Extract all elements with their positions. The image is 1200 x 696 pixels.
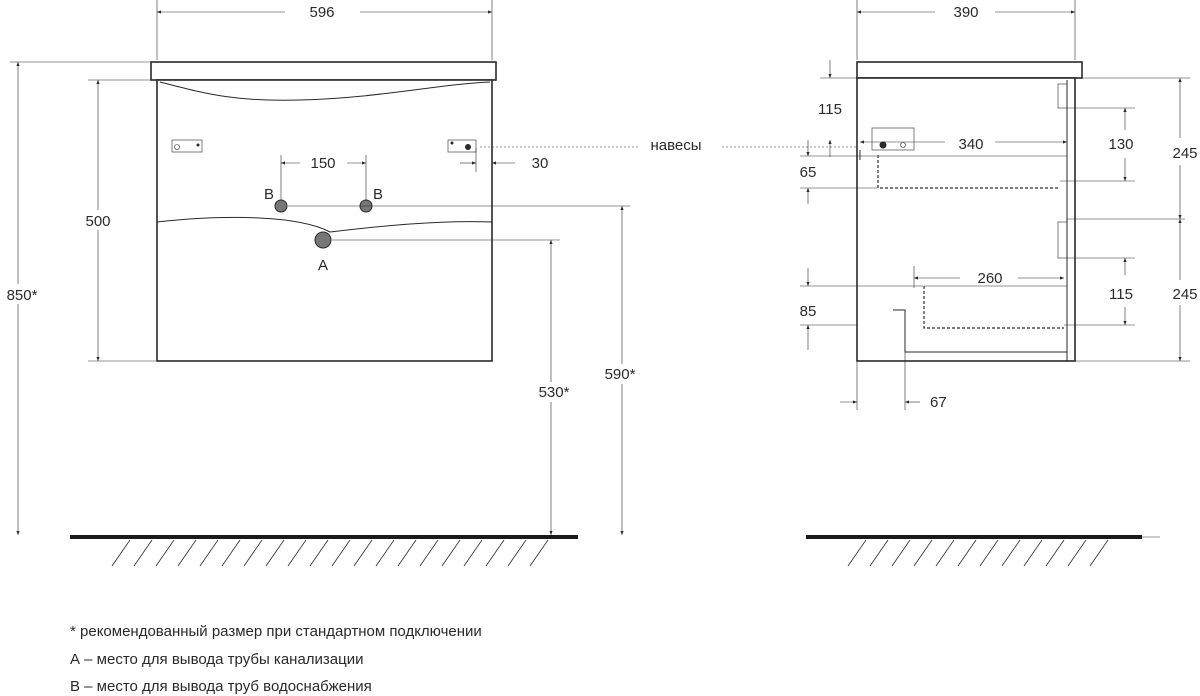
label-drain: A [318, 257, 328, 274]
hatch-stroke [111, 539, 131, 567]
hatch-stroke [133, 539, 153, 567]
hatch-stroke [891, 539, 911, 567]
front-floor-hatch [111, 539, 549, 567]
dim-bottom-drawer-depth: 260 [977, 270, 1002, 287]
hatch-stroke [869, 539, 889, 567]
label-supply-right: B [373, 186, 383, 203]
dim-pipe-spacing: 150 [310, 155, 335, 172]
front-view: 596 850* 500 150 B B A 30 530* [6, 0, 870, 567]
front-cabinet-body [156, 79, 493, 362]
hatch-stroke [375, 539, 395, 567]
drawer-split-line [156, 216, 493, 233]
hatch-stroke [1001, 539, 1021, 567]
hatch-stroke [1045, 539, 1065, 567]
bottom-drawer-handle [1057, 221, 1068, 259]
note-recommended: * рекомендованный размер при стандартном… [70, 623, 482, 640]
dim-top-drawer-height: 130 [1108, 136, 1133, 153]
right-hanger-bracket [447, 139, 477, 153]
top-drawer-outline [877, 155, 1060, 189]
hatch-stroke [463, 539, 483, 567]
hatch-stroke [441, 539, 461, 567]
hatch-stroke [1023, 539, 1043, 567]
supply-hole-left [274, 199, 288, 213]
hatch-stroke [177, 539, 197, 567]
dim-bottom-drawer-height: 115 [1109, 286, 1133, 303]
dim-body-height: 500 [85, 213, 110, 230]
side-cabinet-body [856, 77, 1076, 362]
hatch-stroke [935, 539, 955, 567]
front-countertop [150, 61, 497, 81]
basin-edge-curve [159, 81, 491, 101]
hatch-stroke [309, 539, 329, 567]
dim-depth: 390 [953, 4, 978, 21]
hatch-stroke [419, 539, 439, 567]
dim-drain-height: 530* [539, 384, 570, 401]
side-view: 390 115 340 65 130 245 260 [800, 0, 1198, 567]
hatch-stroke [265, 539, 285, 567]
dim-bottom-section: 245 [1172, 286, 1197, 303]
hatch-stroke [913, 539, 933, 567]
side-countertop [856, 61, 1083, 79]
drain-hole [314, 231, 332, 249]
hatch-stroke [397, 539, 417, 567]
hatch-stroke [287, 539, 307, 567]
dim-width: 596 [309, 4, 334, 21]
hatch-stroke [199, 539, 219, 567]
dim-hanger-offset: 30 [532, 155, 549, 172]
dim-supply-height: 590* [605, 366, 636, 383]
label-supply-left: B [264, 186, 274, 203]
dim-hanger-gap: 65 [800, 164, 817, 181]
dim-hanger-depth: 340 [958, 136, 983, 153]
dim-bottom-gap: 85 [800, 303, 817, 320]
dim-hanger-top: 115 [818, 101, 842, 118]
hatch-stroke [243, 539, 263, 567]
left-hanger-bracket [171, 139, 203, 153]
hatch-stroke [353, 539, 373, 567]
label-hangers: навесы [650, 137, 701, 154]
hatch-stroke [1089, 539, 1109, 567]
note-drain: А – место для вывода трубы канализации [70, 651, 364, 668]
hatch-stroke [155, 539, 175, 567]
note-supply: В – место для вывода труб водоснабжения [70, 678, 372, 695]
hatch-stroke [529, 539, 549, 567]
hatch-stroke [957, 539, 977, 567]
side-hanger-bracket [859, 127, 915, 160]
side-floor-hatch [847, 539, 1109, 567]
dim-panel-offset: 67 [930, 394, 947, 411]
back-panel [893, 309, 1067, 353]
hatch-stroke [1067, 539, 1087, 567]
hatch-stroke [847, 539, 867, 567]
hatch-stroke [507, 539, 527, 567]
dim-total-height: 850* [7, 287, 38, 304]
hatch-stroke [331, 539, 351, 567]
bottom-drawer-outline [923, 286, 1064, 329]
top-drawer-handle [1057, 83, 1068, 109]
hatch-stroke [221, 539, 241, 567]
dim-top-section: 245 [1172, 145, 1197, 162]
hatch-stroke [485, 539, 505, 567]
hatch-stroke [979, 539, 999, 567]
